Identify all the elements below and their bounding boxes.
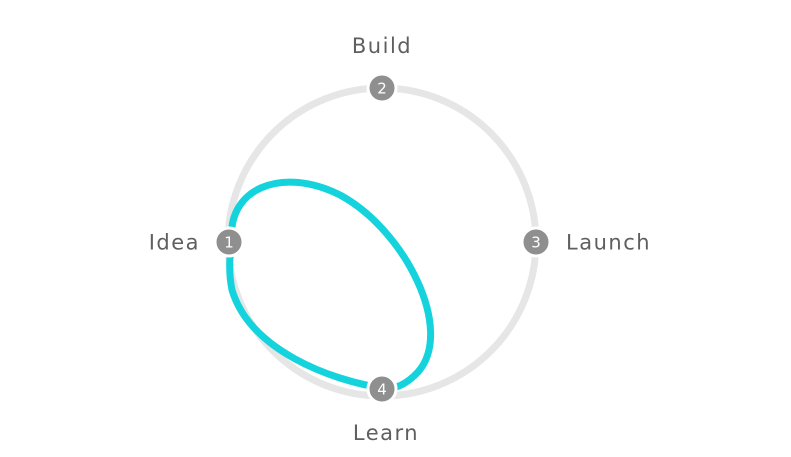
node-learn-badge bbox=[366, 373, 398, 405]
node-learn-label: Learn bbox=[353, 421, 419, 445]
idea-learn-loop bbox=[226, 178, 435, 392]
node-idea-number: 1 bbox=[224, 234, 234, 252]
node-launch-badge bbox=[520, 226, 552, 258]
node-idea-badge bbox=[213, 226, 245, 258]
node-idea: 1 Idea bbox=[149, 226, 245, 258]
node-build-badge bbox=[366, 72, 398, 104]
node-launch: 3 Launch bbox=[520, 226, 651, 258]
node-learn-number: 4 bbox=[377, 381, 387, 399]
node-build: 2 Build bbox=[352, 34, 412, 104]
node-launch-number: 3 bbox=[531, 234, 541, 252]
node-build-label: Build bbox=[352, 34, 412, 58]
node-idea-label: Idea bbox=[149, 231, 200, 255]
node-launch-label: Launch bbox=[566, 231, 651, 255]
node-learn: 4 Learn bbox=[353, 373, 419, 445]
node-build-number: 2 bbox=[377, 80, 387, 98]
